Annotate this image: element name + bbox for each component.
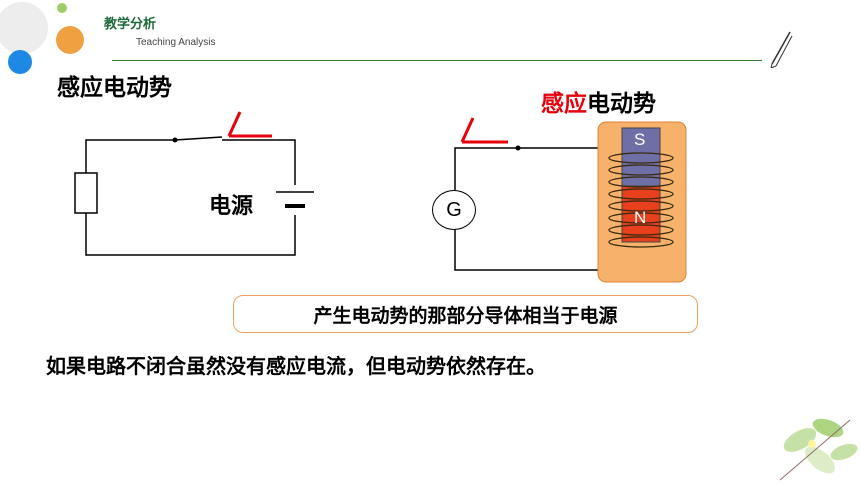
source-label: 电源 bbox=[209, 194, 254, 219]
header-divider bbox=[112, 60, 762, 61]
header-title: 教学分析 bbox=[104, 17, 157, 32]
left-title: 感应电动势 bbox=[57, 75, 172, 101]
decorative-circles bbox=[0, 2, 84, 74]
deco-circle-grey bbox=[0, 2, 48, 54]
right-circuit bbox=[454, 117, 687, 283]
right-circuit-wire-top bbox=[454, 147, 640, 192]
galvanometer-label: G bbox=[446, 198, 462, 221]
galvanometer: G bbox=[432, 190, 476, 230]
pencil-icon bbox=[770, 31, 793, 68]
deco-circle-green bbox=[57, 3, 67, 13]
magnet-bottom-pole-label: N bbox=[634, 208, 647, 227]
right-circuit-wire-bottom bbox=[454, 228, 640, 271]
magnet-top-pole-label: S bbox=[634, 130, 646, 149]
conclusion-text: 如果电路不闭合虽然没有感应电流，但电动势依然存在。 bbox=[46, 354, 546, 378]
callout-box: 产生电动势的那部分导体相当于电源 bbox=[233, 295, 698, 333]
left-circuit-wire-top bbox=[222, 139, 296, 185]
header-subtitle: Teaching Analysis bbox=[136, 37, 216, 48]
left-switch-node bbox=[172, 137, 178, 143]
right-arrow-icon bbox=[460, 117, 508, 144]
right-title-highlight: 感应 bbox=[541, 91, 587, 117]
right-circuit-node bbox=[515, 145, 521, 151]
deco-circle-blue bbox=[8, 50, 32, 74]
left-circuit bbox=[74, 111, 314, 256]
right-title: 感应电动势 bbox=[541, 84, 656, 118]
coil-windings bbox=[608, 152, 674, 248]
right-title-rest: 电动势 bbox=[587, 91, 656, 117]
decorative-leaves bbox=[779, 418, 858, 481]
deco-circle-orange bbox=[56, 26, 84, 54]
magnet-south bbox=[621, 127, 661, 187]
left-circuit-wire bbox=[85, 139, 296, 256]
left-resistor bbox=[74, 172, 98, 214]
callout-text: 产生电动势的那部分导体相当于电源 bbox=[313, 304, 618, 327]
left-arrow-icon bbox=[227, 111, 272, 138]
left-switch bbox=[174, 136, 223, 141]
